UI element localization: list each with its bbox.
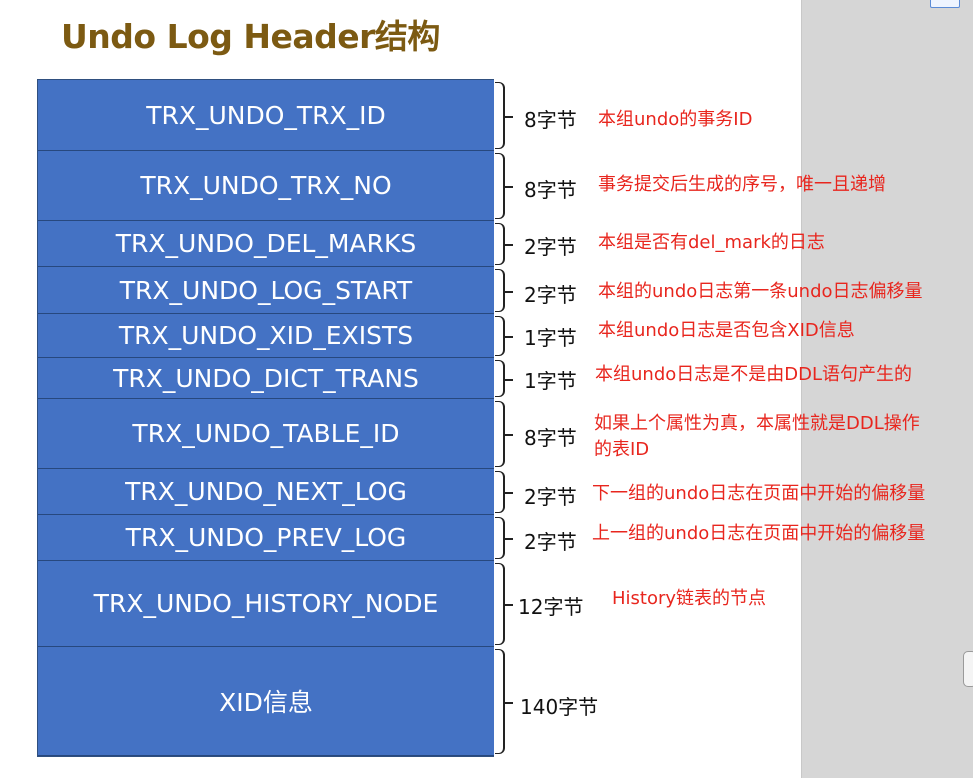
field-description-line: 如果上个属性为真，本属性就是DDL操作 — [594, 413, 920, 434]
field-row: TRX_UNDO_XID_EXISTS — [38, 314, 494, 358]
size-brace — [495, 517, 505, 559]
field-size: 2字节 — [524, 235, 577, 259]
field-name: TRX_UNDO_PREV_LOG — [125, 523, 407, 552]
field-size: 2字节 — [524, 485, 577, 509]
field-name: TRX_UNDO_DICT_TRANS — [113, 363, 419, 393]
field-description-line: History链表的节点 — [612, 588, 767, 609]
field-name: TRX_UNDO_TABLE_ID — [132, 419, 400, 448]
field-name: TRX_UNDO_XID_EXISTS — [118, 321, 414, 350]
brace-tick — [505, 538, 513, 540]
field-size: 12字节 — [518, 595, 584, 619]
brace-tick — [505, 336, 513, 338]
field-description: 本组undo的事务ID — [598, 107, 752, 133]
field-row: XID信息 — [38, 647, 494, 756]
field-size: 2字节 — [524, 283, 577, 307]
size-brace — [495, 153, 505, 219]
brace-tick — [505, 379, 513, 381]
field-description: 本组undo日志是否包含XID信息 — [598, 318, 855, 344]
field-row: TRX_UNDO_NEXT_LOG — [38, 469, 494, 515]
size-brace — [495, 563, 505, 645]
field-size: 140字节 — [520, 695, 599, 719]
field-description-line: 的表ID — [594, 439, 650, 460]
brace-tick — [505, 604, 513, 606]
field-description: 本组的undo日志第一条undo日志偏移量 — [598, 279, 923, 305]
field-size: 1字节 — [524, 369, 577, 393]
field-row: TRX_UNDO_LOG_START — [38, 267, 494, 314]
field-description-line: 上一组的undo日志在页面中开始的偏移量 — [592, 523, 926, 544]
size-brace — [495, 401, 505, 467]
field-name: TRX_UNDO_NEXT_LOG — [125, 477, 407, 506]
field-size: 8字节 — [524, 178, 577, 202]
field-description-line: 下一组的undo日志在页面中开始的偏移量 — [592, 483, 926, 504]
field-description-line: 本组undo日志是否包含XID信息 — [598, 320, 855, 341]
field-name: TRX_UNDO_HISTORY_NODE — [93, 589, 439, 618]
size-brace — [495, 316, 505, 356]
field-name: TRX_UNDO_DEL_MARKS — [115, 229, 417, 258]
field-row: TRX_UNDO_PREV_LOG — [38, 515, 494, 561]
field-description-line: 本组undo的事务ID — [598, 109, 753, 130]
field-name: XID信息 — [219, 688, 313, 717]
brace-tick — [505, 702, 513, 704]
brace-tick — [505, 244, 513, 246]
corner-button[interactable] — [930, 0, 960, 8]
field-description-line: 本组的undo日志第一条undo日志偏移量 — [598, 281, 923, 302]
brace-tick — [505, 186, 513, 188]
field-description: 事务提交后生成的序号，唯一且递增 — [598, 172, 886, 198]
size-brace — [495, 223, 505, 265]
field-description-line: 本组undo日志是不是由DDL语句产生的 — [595, 364, 913, 385]
field-description-line: 本组是否有del_mark的日志 — [598, 232, 825, 253]
field-row: TRX_UNDO_HISTORY_NODE — [38, 561, 494, 647]
size-brace — [495, 360, 505, 397]
side-scroll-handle[interactable] — [963, 651, 973, 687]
field-row: TRX_UNDO_TRX_NO — [38, 151, 494, 221]
diagram-title: Undo Log Header结构 — [61, 17, 440, 56]
field-name: TRX_UNDO_LOG_START — [119, 275, 413, 305]
field-description: 上一组的undo日志在页面中开始的偏移量 — [592, 521, 925, 547]
field-description: 本组是否有del_mark的日志 — [598, 230, 825, 256]
brace-tick — [505, 116, 513, 118]
field-name: TRX_UNDO_TRX_ID — [146, 100, 386, 130]
field-size: 8字节 — [524, 108, 577, 132]
field-size: 2字节 — [524, 530, 577, 554]
field-size: 8字节 — [524, 426, 577, 450]
field-row: TRX_UNDO_TABLE_ID — [38, 399, 494, 469]
field-description: History链表的节点 — [612, 586, 766, 612]
field-description: 下一组的undo日志在页面中开始的偏移量 — [592, 481, 925, 507]
field-description: 本组undo日志是不是由DDL语句产生的 — [595, 362, 912, 388]
field-size: 1字节 — [524, 326, 577, 350]
field-name: TRX_UNDO_TRX_NO — [140, 171, 392, 200]
size-brace — [495, 471, 505, 513]
field-row: TRX_UNDO_DICT_TRANS — [38, 358, 494, 399]
field-row: TRX_UNDO_DEL_MARKS — [38, 221, 494, 267]
field-row: TRX_UNDO_TRX_ID — [38, 80, 494, 151]
right-side-panel — [801, 0, 973, 778]
brace-tick — [505, 492, 513, 494]
field-description-line: 事务提交后生成的序号，唯一且递增 — [598, 174, 886, 195]
brace-tick — [505, 291, 513, 293]
size-brace — [495, 82, 505, 149]
size-brace — [495, 649, 505, 754]
field-description: 如果上个属性为真，本属性就是DDL操作的表ID — [594, 411, 920, 463]
size-brace — [495, 269, 505, 312]
brace-tick — [505, 434, 513, 436]
